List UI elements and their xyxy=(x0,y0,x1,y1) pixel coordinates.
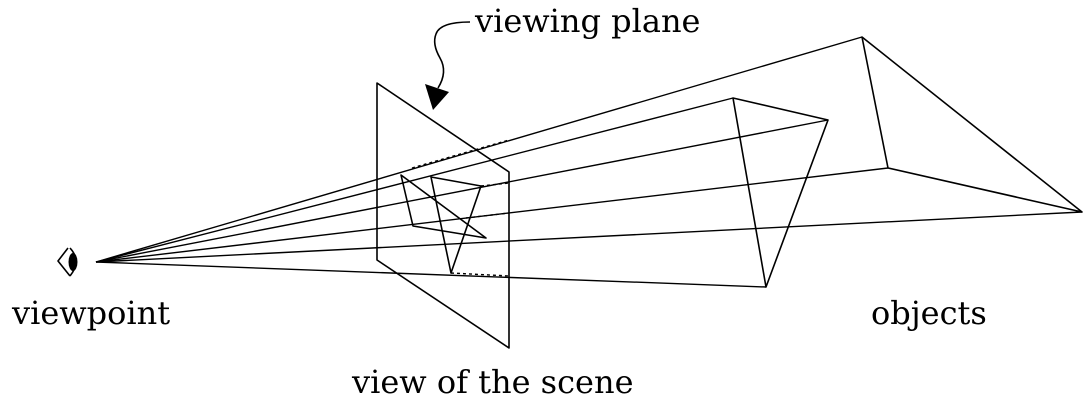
eye-icon xyxy=(57,247,78,277)
projected-light-triangle xyxy=(430,176,482,274)
light-object-triangle xyxy=(732,97,829,288)
hidden-ray-segments xyxy=(411,139,510,277)
viewpoint-label: viewpoint xyxy=(11,294,170,332)
view-of-scene-label: view of the scene xyxy=(351,363,634,401)
viewing-plane xyxy=(376,82,510,349)
viewing-plane-label: viewing plane xyxy=(474,2,700,40)
viewing-plane-arrow xyxy=(425,21,471,110)
projected-dark-triangle xyxy=(400,174,487,239)
projection-rays xyxy=(95,36,1083,288)
dark-object-triangle xyxy=(861,36,1083,213)
objects-label: objects xyxy=(871,294,987,332)
